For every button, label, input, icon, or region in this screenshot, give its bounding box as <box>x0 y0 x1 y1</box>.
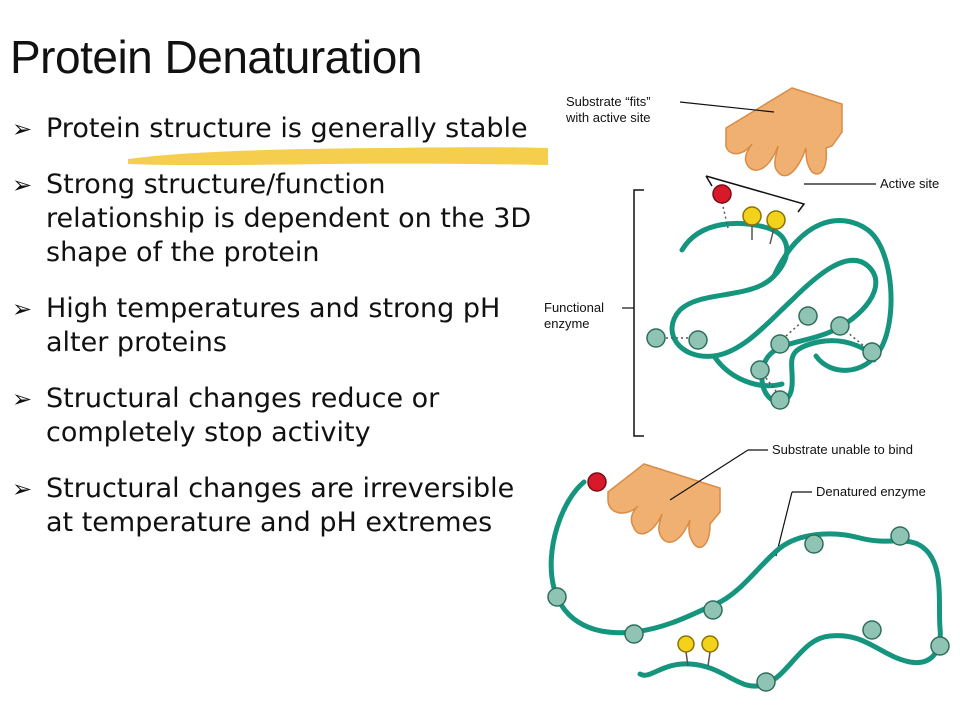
folded-protein-chain-loop <box>711 353 785 389</box>
bullet-text: Structural changes are irreversible at t… <box>46 473 515 538</box>
leader-line <box>679 101 775 113</box>
yellow-side-group <box>701 635 719 653</box>
label-active-site: Active site <box>880 176 939 191</box>
arrow-bullet-icon: ➢ <box>12 295 33 323</box>
folded-protein-chain-loop <box>771 218 894 373</box>
yellow-side-group <box>766 210 786 230</box>
amino-acid-bead <box>890 526 910 546</box>
red-side-group <box>712 184 732 204</box>
bullet-item: ➢ Strong structure/function relationship… <box>12 168 532 270</box>
amino-acid-bead <box>770 334 790 354</box>
yellow-side-group <box>742 206 762 226</box>
label-denatured-enzyme: Denatured enzyme <box>816 484 926 499</box>
leader-line <box>775 491 793 557</box>
arrow-bullet-icon: ➢ <box>12 115 33 143</box>
denatured-protein-chain <box>548 479 943 689</box>
bullet-text: Structural changes reduce or completely … <box>46 383 440 448</box>
functional-enzyme-bracket <box>633 189 644 437</box>
bullet-item: ➢ Protein structure is generally stable <box>12 112 532 146</box>
arrow-bullet-icon: ➢ <box>12 475 33 503</box>
active-site-bracket <box>705 175 806 213</box>
enzyme-denaturation-diagram: Substrate “fits” with active site Active… <box>544 87 950 692</box>
amino-acid-bead <box>646 328 666 348</box>
amino-acid-bead <box>862 620 882 640</box>
bullet-text: Strong structure/function relationship i… <box>46 169 532 268</box>
amino-acid-bead <box>830 316 850 336</box>
amino-acid-bead <box>798 306 818 326</box>
label-substrate-unable: Substrate unable to bind <box>772 442 913 457</box>
bullet-item: ➢ Structural changes are irreversible at… <box>12 472 532 540</box>
leader-line <box>669 449 749 501</box>
bullet-item: ➢ Structural changes reduce or completel… <box>12 382 532 450</box>
yellow-highlight <box>128 147 548 166</box>
arrow-bullet-icon: ➢ <box>12 171 33 199</box>
bullet-text: High temperatures and strong pH alter pr… <box>46 293 501 358</box>
bond-line <box>707 651 711 667</box>
amino-acid-bead <box>703 600 723 620</box>
arrow-bullet-icon: ➢ <box>12 385 33 413</box>
substrate-shape-top <box>725 87 843 177</box>
bullet-text: Protein structure is generally stable <box>46 113 528 144</box>
yellow-side-group <box>677 635 695 653</box>
bond-line <box>769 227 775 245</box>
label-substrate-fits-2: with active site <box>565 110 651 125</box>
amino-acid-bead <box>688 330 708 350</box>
slide-title: Protein Denaturation <box>10 31 422 83</box>
label-substrate-fits: Substrate “fits” <box>566 94 651 109</box>
label-functional-enzyme-2: enzyme <box>544 316 590 331</box>
bond-line <box>685 651 689 667</box>
amino-acid-bead <box>756 672 776 692</box>
amino-acid-bead <box>624 624 644 644</box>
substrate-shape-bottom <box>607 463 721 549</box>
amino-acid-bead <box>804 534 824 554</box>
amino-acid-bead <box>770 390 790 410</box>
amino-acid-bead <box>750 360 770 380</box>
amino-acid-bead <box>547 587 567 607</box>
folded-protein-chain <box>669 221 879 405</box>
bullet-list: ➢ Protein structure is generally stable … <box>12 112 532 562</box>
label-functional-enzyme: Functional <box>544 300 604 315</box>
bullet-item: ➢ High temperatures and strong pH alter … <box>12 292 532 360</box>
amino-acid-bead <box>862 342 882 362</box>
red-side-group <box>587 472 607 492</box>
amino-acid-bead <box>930 636 950 656</box>
